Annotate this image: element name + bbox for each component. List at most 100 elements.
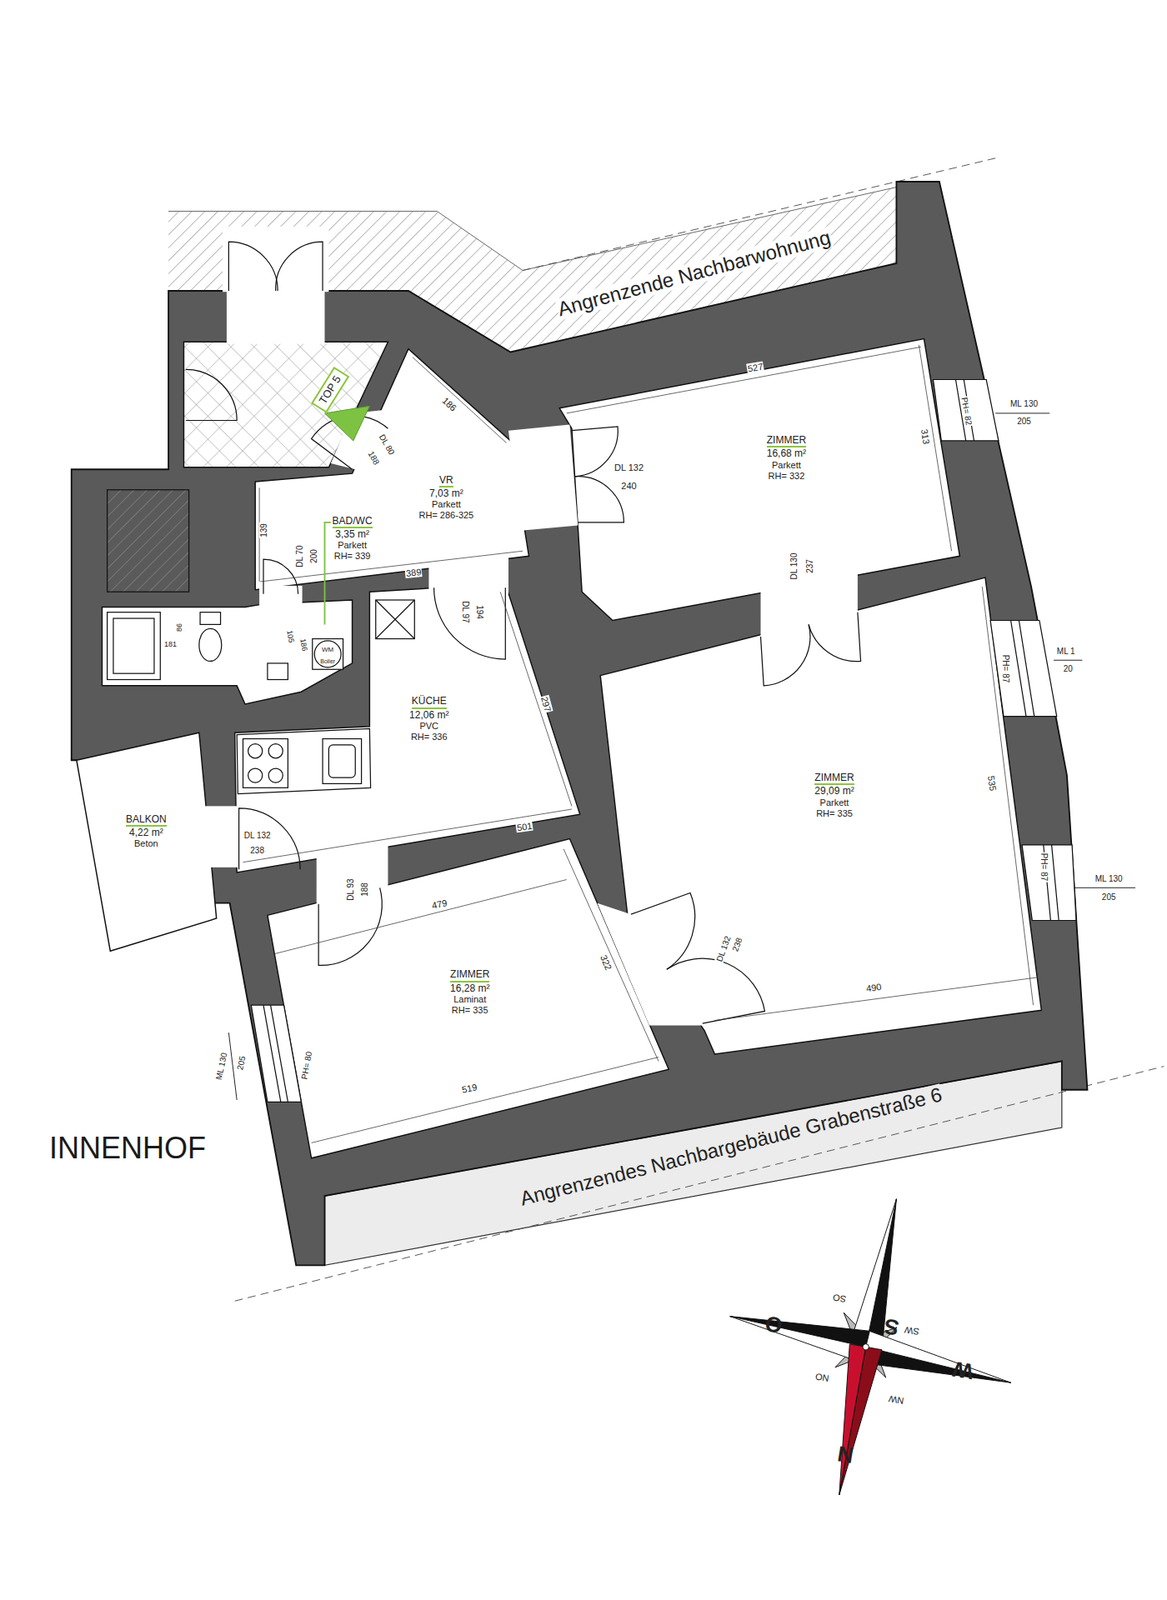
door-swing bbox=[808, 612, 861, 662]
neighbour-label: Angrenzendes Nachbargebäude Grabenstraße… bbox=[516, 1083, 945, 1211]
door-swing bbox=[761, 624, 811, 686]
walls bbox=[71, 181, 1088, 1266]
kitchen-fixtures bbox=[375, 600, 416, 640]
dimension-label: 479 bbox=[429, 897, 448, 912]
kitchen-fixtures bbox=[268, 744, 283, 759]
room-detail: RH= 336 bbox=[409, 731, 450, 743]
door-label: DL 97 bbox=[460, 601, 471, 625]
tag-text: TOP 5 bbox=[315, 373, 344, 407]
window-leader bbox=[228, 413, 1136, 1101]
compass-letter: O bbox=[762, 1312, 785, 1339]
walls bbox=[71, 181, 1088, 1266]
dimension-label: 86 bbox=[175, 622, 185, 633]
door-swing bbox=[631, 892, 696, 970]
compass-rose bbox=[862, 1344, 869, 1351]
door-openings bbox=[316, 842, 389, 907]
bath-leader bbox=[325, 522, 331, 625]
window bbox=[1051, 845, 1060, 922]
window-label: PH= 87 bbox=[1040, 852, 1050, 883]
door-openings bbox=[226, 289, 326, 345]
door-label: DL 70 bbox=[294, 544, 304, 568]
rooms bbox=[76, 339, 1042, 1159]
dimension-label: 535 bbox=[986, 774, 999, 793]
fixture-label: Boiler bbox=[319, 658, 336, 666]
room-detail: PVC bbox=[409, 721, 450, 732]
room-detail: 29,09 m² bbox=[814, 785, 855, 797]
door-openings bbox=[259, 586, 302, 609]
door-swing bbox=[239, 808, 301, 870]
rooms bbox=[235, 583, 581, 873]
compass-rose bbox=[839, 1344, 867, 1496]
dimension-line bbox=[243, 809, 572, 863]
room-detail: Parkett bbox=[418, 499, 474, 511]
compass-letter: NW bbox=[886, 1393, 906, 1407]
kitchen-fixtures bbox=[375, 600, 416, 640]
room-detail: 16,28 m² bbox=[450, 982, 491, 995]
window-leader bbox=[1053, 660, 1082, 662]
window-label: ML 130 bbox=[1009, 399, 1039, 409]
room-detail: 7,03 m² bbox=[418, 487, 474, 500]
rooms bbox=[101, 600, 352, 705]
window-label: 205 bbox=[1016, 416, 1032, 426]
dimension-line bbox=[563, 849, 659, 1062]
door-swing bbox=[263, 559, 299, 595]
door-label: 237 bbox=[805, 558, 815, 575]
dimension-line bbox=[500, 591, 572, 807]
compass-letter: SO bbox=[831, 1292, 848, 1305]
dimension-label: 490 bbox=[865, 981, 884, 995]
dimension-label: 389 bbox=[404, 566, 423, 579]
bath-leader bbox=[325, 522, 331, 625]
kitchen-fixtures bbox=[328, 745, 356, 778]
kitchen-fixtures bbox=[322, 739, 362, 785]
window-label: PH= 87 bbox=[1001, 653, 1011, 684]
room-detail: 12,06 m² bbox=[409, 709, 450, 722]
dimension-line bbox=[714, 977, 1037, 1021]
dimension-label: 519 bbox=[460, 1081, 479, 1096]
compass-letter: S bbox=[881, 1313, 902, 1340]
window bbox=[263, 1005, 281, 1102]
dimension-line bbox=[981, 586, 1033, 1006]
compass-letter: SW bbox=[902, 1324, 921, 1338]
door-label: DL 130 bbox=[789, 552, 799, 581]
door-openings bbox=[200, 806, 240, 867]
room-detail: RH= 339 bbox=[332, 550, 373, 562]
door-label: 240 bbox=[620, 480, 637, 491]
window bbox=[1018, 620, 1034, 717]
dimension-line bbox=[412, 357, 507, 444]
room-detail: Parkett bbox=[766, 460, 807, 471]
room-detail: Laminat bbox=[450, 994, 491, 1006]
window-label: PH= 80 bbox=[299, 1050, 314, 1082]
dimension-label: 313 bbox=[918, 427, 932, 446]
compass-rose bbox=[866, 1331, 1012, 1383]
bath-fixtures bbox=[200, 612, 221, 626]
room-label: VR7,03 m²ParkettRH= 286-325 bbox=[415, 469, 477, 524]
window bbox=[990, 620, 1057, 717]
room-label: BALKON4,22 m²Beton bbox=[122, 808, 171, 852]
window bbox=[933, 380, 999, 441]
entrance-arrow bbox=[325, 405, 371, 441]
entrance-arrow bbox=[325, 405, 371, 441]
door-openings bbox=[508, 424, 578, 531]
room-name: ZIMMER bbox=[814, 771, 854, 786]
window-label: ML 130 bbox=[1094, 874, 1124, 884]
compass-letter: NO bbox=[813, 1372, 831, 1385]
room-detail: 4,22 m² bbox=[125, 826, 167, 839]
door-swing bbox=[571, 426, 618, 477]
neighbour-label: Angrenzende Nachbarwohnung bbox=[554, 225, 834, 321]
room-detail: 3,35 m² bbox=[332, 528, 373, 541]
door-openings bbox=[222, 226, 329, 292]
rooms bbox=[76, 732, 217, 952]
window bbox=[1011, 620, 1027, 717]
window bbox=[250, 380, 1077, 1103]
room-detail: RH= 335 bbox=[450, 1005, 491, 1017]
door-swing bbox=[434, 587, 506, 660]
room-label: ZIMMER16,68 m²ParkettRH= 332 bbox=[762, 429, 810, 484]
bath-fixtures bbox=[107, 612, 161, 681]
kitchen-fixtures bbox=[236, 728, 371, 794]
fixture-label: WM bbox=[320, 646, 335, 655]
dimension-label: 186 bbox=[297, 637, 309, 653]
dimension-line bbox=[566, 346, 922, 414]
room-detail: RH= 332 bbox=[766, 470, 807, 482]
dimension-label: 139 bbox=[259, 522, 269, 539]
